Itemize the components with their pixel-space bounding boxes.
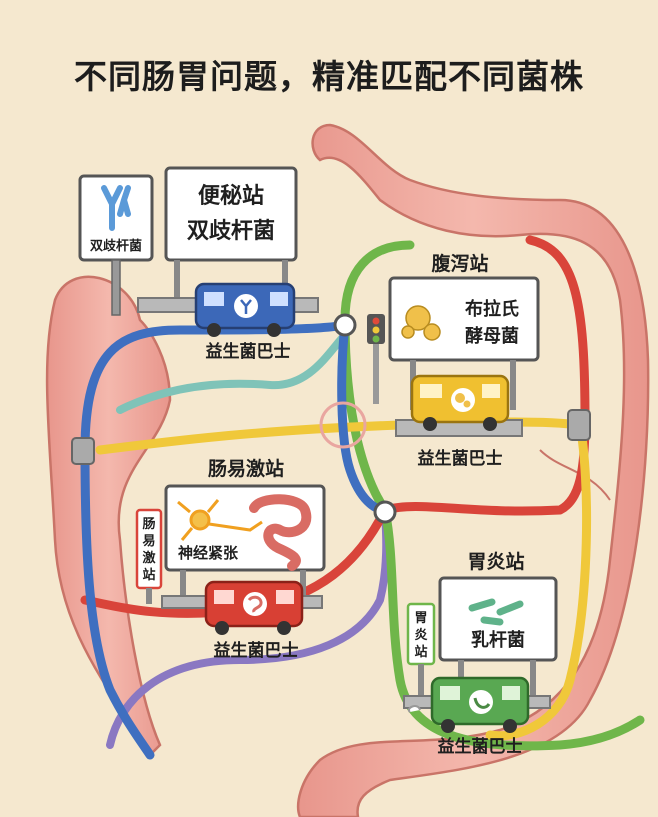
station-name: 胃炎站 bbox=[467, 550, 524, 573]
bifidobacterium-icon bbox=[101, 185, 131, 231]
connector-clip bbox=[567, 409, 591, 441]
station-diarrhea[interactable]: 腹泻站 布拉氏 酵母菌 益生菌巴士 bbox=[367, 252, 540, 469]
strain-name: 双歧杆菌 bbox=[187, 219, 275, 244]
connector-clip bbox=[71, 437, 95, 465]
line-purple bbox=[106, 506, 391, 749]
vertical-sign-char: 炎 bbox=[414, 627, 427, 643]
vertical-sign-char: 站 bbox=[414, 644, 427, 660]
board-text: 神经紧张 bbox=[178, 544, 239, 562]
lactobacillus-icon bbox=[468, 598, 524, 626]
interchange-node[interactable] bbox=[333, 313, 357, 337]
bus-green[interactable] bbox=[407, 676, 530, 733]
vertical-sign-char: 胃 bbox=[414, 611, 427, 626]
line-teal bbox=[116, 331, 349, 414]
vertical-sign-char: 站 bbox=[142, 567, 155, 583]
bus-label: 益生菌巴士 bbox=[438, 736, 523, 757]
line-blue-branch bbox=[337, 320, 390, 515]
bus-yellow[interactable] bbox=[410, 374, 510, 431]
intestine-icon bbox=[249, 494, 312, 571]
station-name: 便秘站 bbox=[198, 183, 264, 209]
vertical-sign-char: 易 bbox=[142, 534, 155, 549]
station-name: 肠易激站 bbox=[208, 457, 284, 480]
strain-name: 乳杆菌 bbox=[471, 629, 525, 651]
bus-label: 益生菌巴士 bbox=[206, 341, 291, 362]
vertical-sign-char: 激 bbox=[142, 550, 156, 566]
station-name: 腹泻站 bbox=[430, 252, 488, 275]
bus-label: 益生菌巴士 bbox=[214, 640, 299, 661]
bus-red[interactable] bbox=[204, 580, 304, 635]
vertical-sign-char: 肠 bbox=[142, 517, 155, 532]
bus-label: 益生菌巴士 bbox=[418, 448, 503, 469]
station-ibs[interactable]: 肠易激站 肠 易 激 站 神经紧张 益生菌巴士 bbox=[135, 457, 326, 661]
bus-blue[interactable] bbox=[194, 282, 296, 337]
station-constipation[interactable]: 双歧杆菌 便秘站 双歧杆菌 益生菌巴士 bbox=[78, 166, 319, 362]
neuron-icon bbox=[177, 499, 263, 541]
small-sign-text: 双歧杆菌 bbox=[90, 238, 142, 254]
page-title: 不同肠胃问题，精准匹配不同菌株 bbox=[74, 57, 584, 96]
traffic-light-icon bbox=[367, 314, 385, 404]
yeast-icon bbox=[401, 305, 441, 341]
station-gastritis[interactable]: 胃炎站 胃 炎 站 乳杆菌 益生菌巴士 bbox=[403, 550, 558, 757]
interchange-node[interactable] bbox=[373, 500, 397, 524]
strain-name-line2: 酵母菌 bbox=[465, 325, 519, 347]
strain-name-line1: 布拉氏 bbox=[465, 298, 519, 320]
interchange-ring bbox=[319, 401, 367, 449]
